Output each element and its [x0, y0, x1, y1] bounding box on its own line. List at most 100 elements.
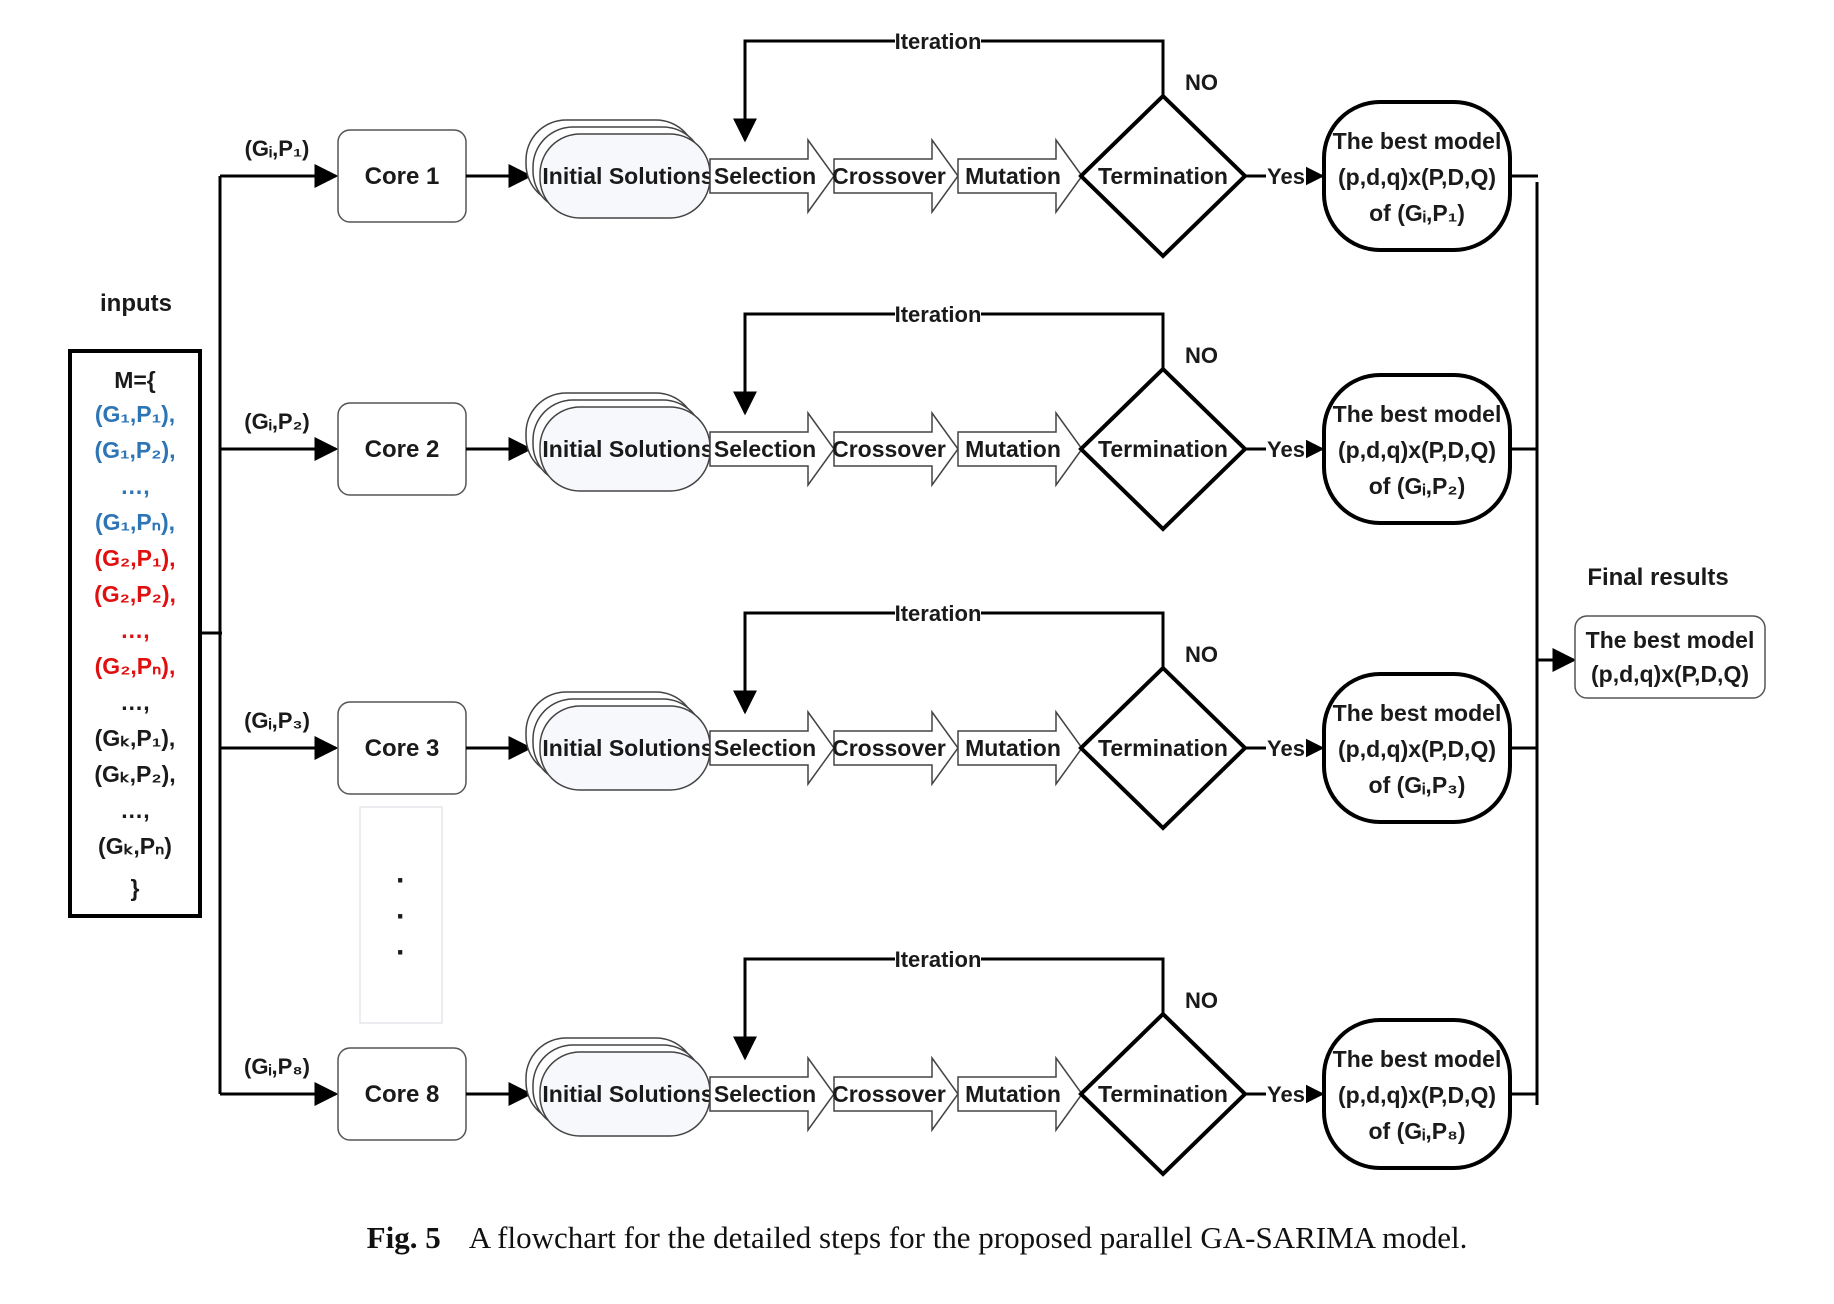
inputs-item: …, — [120, 689, 149, 715]
mutation-label: Mutation — [965, 1081, 1061, 1107]
inputs-item: (Gₖ,P₁), — [95, 725, 176, 751]
inputs-set-close: } — [131, 875, 140, 901]
termination-label: Termination — [1098, 163, 1228, 189]
inputs-box — [68, 349, 202, 918]
iteration-label: Iteration — [895, 29, 982, 54]
crossover-label: Crossover — [832, 1081, 946, 1107]
crossover-arrow — [833, 137, 959, 215]
pair-label: (Gᵢ,P₈) — [244, 1054, 310, 1079]
best-model-line: (p,d,q)x(P,D,Q) — [1338, 736, 1496, 762]
selection-arrow — [709, 137, 835, 215]
iteration-label-bg — [895, 599, 981, 625]
iteration-loop — [733, 611, 1165, 715]
inputs-item: …, — [120, 797, 149, 823]
selection-label: Selection — [714, 735, 816, 761]
mutation-label: Mutation — [965, 436, 1061, 462]
inputs-item: (Gₖ,Pₙ) — [98, 833, 172, 859]
best-model-line: of (Gᵢ,P₂) — [1369, 473, 1466, 499]
mutation-label: Mutation — [965, 163, 1061, 189]
termination-label: Termination — [1098, 1081, 1228, 1107]
best-model-line: (p,d,q)x(P,D,Q) — [1338, 437, 1496, 463]
core-label: Core 8 — [365, 1081, 440, 1108]
termination-label: Termination — [1098, 436, 1228, 462]
caption-text: A flowchart for the detailed steps for t… — [468, 1220, 1468, 1255]
best-model-line: (p,d,q)x(P,D,Q) — [1338, 164, 1496, 190]
caption-label: Fig. 5 — [366, 1220, 441, 1255]
selection-arrow — [709, 410, 835, 488]
final-results-line-2: (p,d,q)x(P,D,Q) — [1591, 661, 1749, 687]
inputs-set-open: M={ — [114, 367, 156, 393]
iteration-label: Iteration — [895, 302, 982, 327]
no-label: NO — [1185, 988, 1218, 1013]
best-model-line: The best model — [1333, 128, 1502, 154]
yes-label-bg — [1266, 734, 1306, 762]
mutation-arrow — [957, 1055, 1083, 1133]
termination-label: Termination — [1098, 735, 1228, 761]
inputs-title: inputs — [100, 290, 172, 317]
inputs-list: M={ (G₁,P₁), (G₁,P₂), …, (G₁,Pₙ), (G₂,P₁), (G₂… — [94, 367, 176, 901]
initial-solutions-label: Initial Solutions — [542, 1081, 713, 1107]
initial-solutions-label: Initial Solutions — [542, 735, 713, 761]
initial-solutions-label: Initial Solutions — [542, 163, 713, 189]
iteration-label: Iteration — [895, 947, 982, 972]
yes-label: Yes — [1267, 736, 1305, 761]
inputs-item: (G₂,Pₙ), — [95, 653, 176, 679]
iteration-label-bg — [895, 945, 981, 971]
pair-label: (Gᵢ,P₁) — [245, 136, 310, 161]
crossover-label: Crossover — [832, 436, 946, 462]
inputs-item: (G₁,P₂), — [94, 437, 175, 463]
best-model-line: The best model — [1333, 1046, 1502, 1072]
final-results-box — [1574, 615, 1766, 699]
selection-label: Selection — [714, 163, 816, 189]
core-label: Core 2 — [365, 436, 440, 463]
inputs-item: …, — [120, 617, 149, 643]
distribution-lines — [200, 176, 222, 1094]
core-label: Core 3 — [365, 735, 440, 762]
selection-label: Selection — [714, 436, 816, 462]
figure-caption: Fig. 5 A flowchart for the detailed steps… — [0, 1220, 1834, 1256]
crossover-label: Crossover — [832, 735, 946, 761]
best-model-line: of (Gᵢ,P₃) — [1369, 772, 1466, 798]
yes-label-bg — [1266, 162, 1306, 190]
core-label: Core 1 — [365, 163, 440, 190]
inputs-item: (G₁,P₁), — [95, 401, 175, 427]
crossover-arrow — [833, 410, 959, 488]
mutation-arrow — [957, 137, 1083, 215]
iteration-label: Iteration — [895, 601, 982, 626]
selection-label: Selection — [714, 1081, 816, 1107]
crossover-arrow — [833, 1055, 959, 1133]
iteration-label-bg — [895, 27, 981, 53]
termination-diamond — [1078, 1011, 1248, 1177]
best-model-line: of (Gᵢ,P₁) — [1369, 200, 1465, 226]
mutation-arrow — [957, 410, 1083, 488]
mutation-label: Mutation — [965, 735, 1061, 761]
inputs-item: (Gₖ,P₂), — [94, 761, 175, 787]
pair-label: (Gᵢ,P₂) — [244, 409, 309, 434]
ellipsis-dot: · — [396, 936, 406, 969]
iteration-loop — [733, 39, 1165, 143]
ellipsis-dot: · — [396, 864, 406, 897]
yes-label-bg — [1266, 435, 1306, 463]
best-model-line: The best model — [1333, 401, 1502, 427]
mutation-arrow — [957, 709, 1083, 787]
crossover-label: Crossover — [832, 163, 946, 189]
pair-label: (Gᵢ,P₃) — [244, 708, 310, 733]
best-model-line: of (Gᵢ,P₈) — [1368, 1118, 1465, 1144]
final-results-line-1: The best model — [1586, 627, 1755, 653]
yes-label: Yes — [1267, 164, 1305, 189]
no-label: NO — [1185, 642, 1218, 667]
best-model-line: (p,d,q)x(P,D,Q) — [1338, 1082, 1496, 1108]
inputs-item: …, — [120, 473, 149, 499]
best-model-line: The best model — [1333, 700, 1502, 726]
yes-label: Yes — [1267, 1082, 1305, 1107]
inputs-item: (G₁,Pₙ), — [95, 509, 175, 535]
termination-diamond — [1078, 366, 1248, 532]
selection-arrow — [709, 709, 835, 787]
inputs-item: (G₂,P₁), — [94, 545, 175, 571]
